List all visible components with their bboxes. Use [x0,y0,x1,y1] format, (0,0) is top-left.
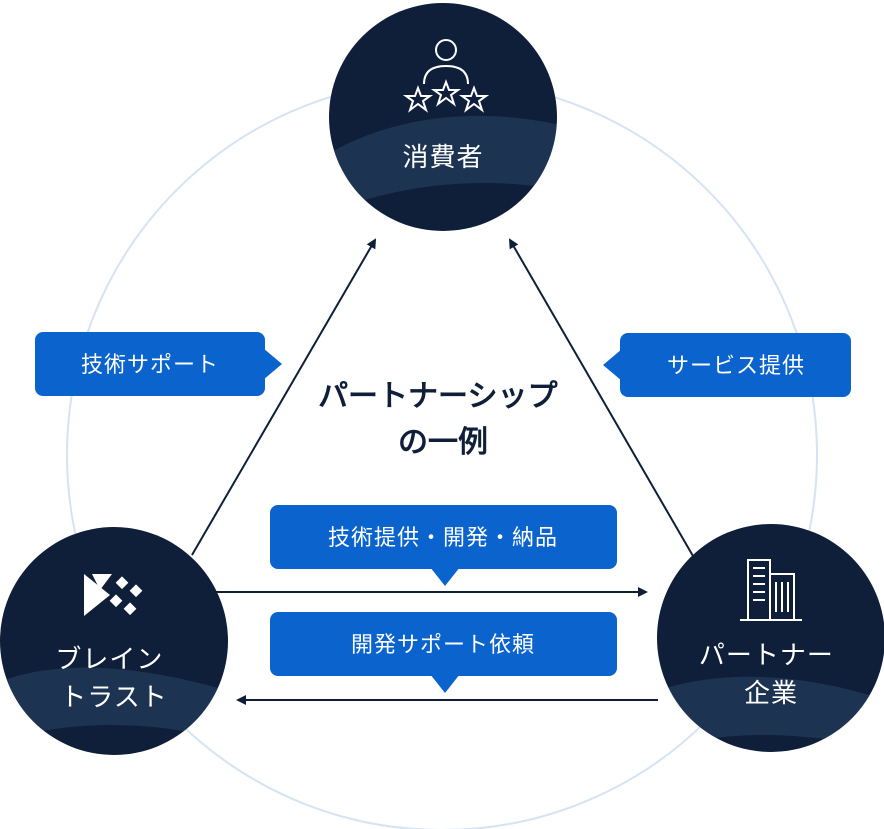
brain-trust-label: ブレイン トラスト [55,645,172,713]
brain-trust-node: ブレイン トラスト [0,527,228,755]
arrow-partner-to-consumer [508,238,694,557]
svg-text:技術提供・開発・納品: 技術提供・開発・納品 [328,526,558,551]
person-with-stars-icon [402,39,490,113]
tag-tech-dev-delivery: 技術提供・開発・納品 [270,505,617,586]
arrow-brain-trust-to-consumer [191,238,377,556]
svg-text:サービス提供: サービス提供 [667,354,805,379]
tag-dev-support-request: 開発サポート依頼 [270,612,617,693]
partner-node: パートナー 企業 [657,524,884,752]
tag-tech-support: 技術サポート [35,332,282,396]
partner-label: パートナー 企業 [699,641,843,709]
tag-service-provision: サービス提供 [603,333,851,397]
office-building-icon [740,559,802,621]
svg-text:技術サポート: 技術サポート [81,353,219,378]
consumer-node: 消費者 [329,3,557,231]
center-title: パートナーシップ の一例 [318,379,568,460]
svg-text:開発サポート依頼: 開発サポート依頼 [351,633,535,658]
brain-trust-logo-icon [84,574,143,616]
consumer-label: 消費者 [402,143,483,173]
